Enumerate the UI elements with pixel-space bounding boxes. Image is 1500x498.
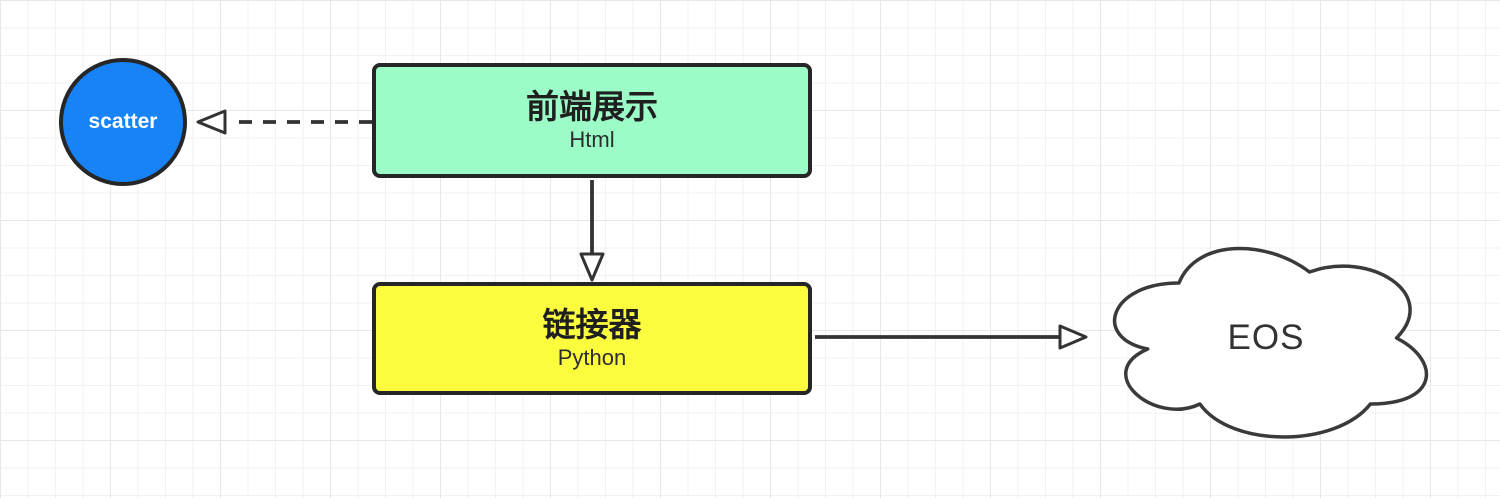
edge-linker-to-eos xyxy=(815,324,1088,350)
cloud-shape xyxy=(1112,246,1429,439)
arrowhead-down-icon xyxy=(579,252,605,282)
node-frontend-title: 前端展示 xyxy=(526,87,658,125)
arrowhead-right-icon xyxy=(1058,324,1088,350)
edge-frontend-to-linker xyxy=(579,180,605,282)
node-linker-subtitle: Python xyxy=(557,344,627,370)
node-frontend-subtitle: Html xyxy=(569,126,615,152)
node-eos-label: EOS xyxy=(1227,318,1305,357)
node-linker-title: 链接器 xyxy=(542,305,642,343)
edge-frontend-to-scatter xyxy=(196,109,372,135)
arrowhead-left-icon xyxy=(196,109,227,135)
node-scatter: scatter xyxy=(59,58,187,186)
node-scatter-label: scatter xyxy=(88,110,158,133)
node-frontend: 前端展示 Html xyxy=(372,63,812,178)
node-linker: 链接器 Python xyxy=(372,282,812,395)
